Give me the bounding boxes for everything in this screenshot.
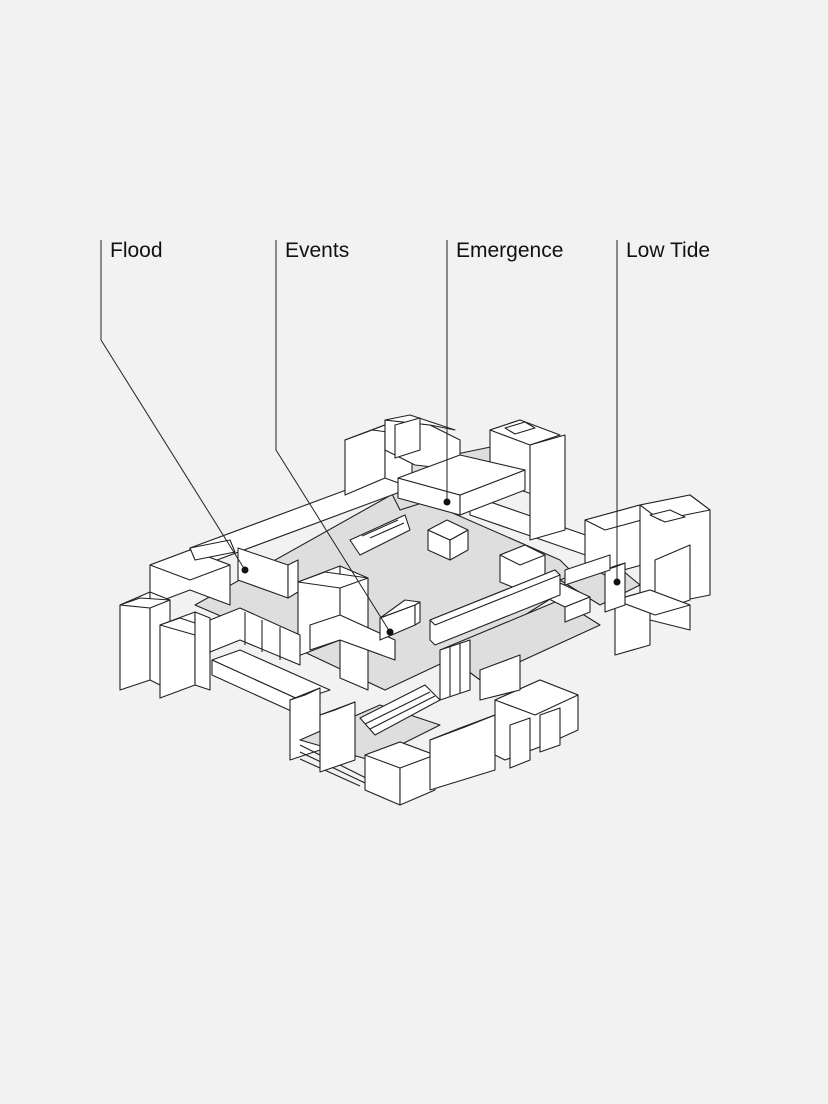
low-tide-label: Low Tide xyxy=(626,239,710,262)
emergence-marker-dot xyxy=(443,498,451,506)
building-axonometric xyxy=(119,414,711,806)
callout-flood: Flood xyxy=(100,239,249,574)
entrance-glass xyxy=(439,639,471,701)
front-bottom-box xyxy=(364,741,436,806)
emergence-block xyxy=(397,454,526,516)
small-center-block xyxy=(427,519,469,561)
far-right-cluster xyxy=(584,494,711,656)
flood-leader-line xyxy=(100,240,246,571)
flood-marker-dot xyxy=(241,566,249,574)
central-cross-column xyxy=(297,565,396,691)
flood-label: Flood xyxy=(110,239,163,262)
callout-low-tide: Low Tide xyxy=(613,239,710,586)
lower-stair-cluster xyxy=(299,684,441,787)
callout-events: Events xyxy=(275,239,394,636)
events-leader-line xyxy=(275,240,391,633)
left-glass-corridor xyxy=(209,607,301,666)
low-tide-marker-dot xyxy=(613,578,621,586)
left-wing xyxy=(119,539,236,699)
events-marker-dot xyxy=(386,628,394,636)
lower-left-platform xyxy=(211,649,331,761)
emergence-label: Emergence xyxy=(456,239,563,262)
events-label: Events xyxy=(285,239,349,262)
center-long-wall xyxy=(429,569,561,646)
top-right-tower xyxy=(489,419,566,541)
callout-emergence: Emergence xyxy=(443,239,563,506)
upper-stair xyxy=(349,514,411,556)
lower-right-wing xyxy=(429,654,579,791)
flood-panel xyxy=(237,547,299,599)
top-left-tower xyxy=(344,414,461,496)
